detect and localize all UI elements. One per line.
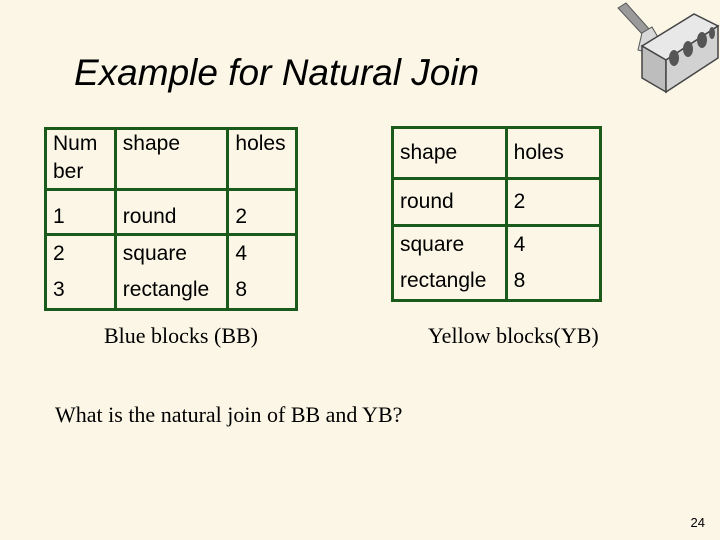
yellow-blocks-caption: Yellow blocks(YB) — [428, 323, 599, 348]
cell-shape: square rectangle — [391, 224, 508, 302]
blue-blocks-caption: Blue blocks (BB) — [104, 323, 258, 348]
cell-holes: 2 — [504, 177, 603, 227]
cell-holes: 4 8 — [504, 224, 603, 302]
cell-shape: round — [391, 177, 508, 227]
cell-number: 1 — [44, 188, 117, 236]
table-header-row: Num ber shape holes — [44, 127, 298, 191]
cell-holes: 4 8 — [226, 233, 298, 311]
table-row: 1 round 2 — [44, 188, 298, 236]
yellow-blocks-table: shape holes round 2 square rectangle 4 8 — [391, 126, 603, 302]
table-row: round 2 — [391, 177, 603, 227]
header-holes: holes — [504, 126, 603, 180]
cell-shape: square rectangle — [113, 233, 230, 311]
header-number: Num ber — [44, 127, 117, 191]
header-number-label: Num ber — [53, 132, 98, 183]
header-holes: holes — [226, 127, 298, 191]
header-shape: shape — [113, 127, 230, 191]
page-number: 24 — [690, 515, 705, 530]
table-row: square rectangle 4 8 — [391, 224, 603, 302]
slide-title: Example for Natural Join — [74, 52, 480, 93]
blue-blocks-table: Num ber shape holes 1 round 2 2 3 square… — [44, 127, 298, 311]
cell-shape: round — [113, 188, 230, 236]
cell-holes: 2 — [226, 188, 298, 236]
brick-and-trowel-icon — [617, 2, 720, 94]
cell-number: 2 3 — [44, 233, 117, 311]
header-shape: shape — [391, 126, 508, 180]
table-row: 2 3 square rectangle 4 8 — [44, 233, 298, 311]
question-text: What is the natural join of BB and YB? — [55, 402, 403, 427]
table-header-row: shape holes — [391, 126, 603, 180]
